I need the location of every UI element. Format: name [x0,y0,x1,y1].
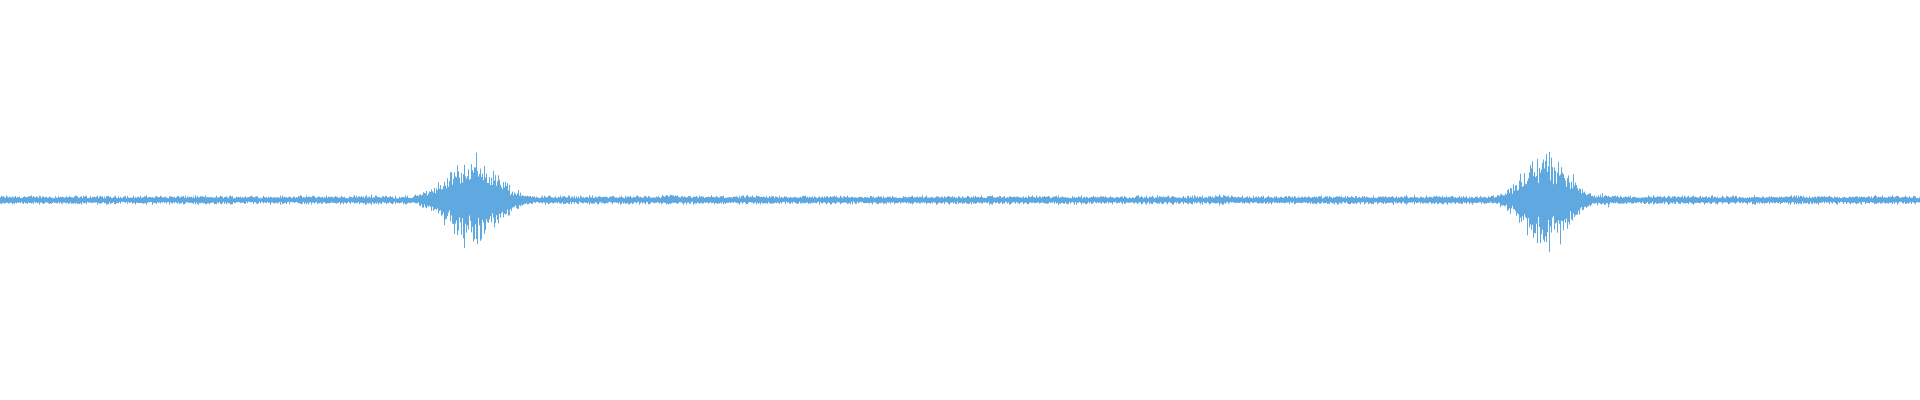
waveform-samples [0,152,1920,253]
waveform-path [0,152,1920,253]
